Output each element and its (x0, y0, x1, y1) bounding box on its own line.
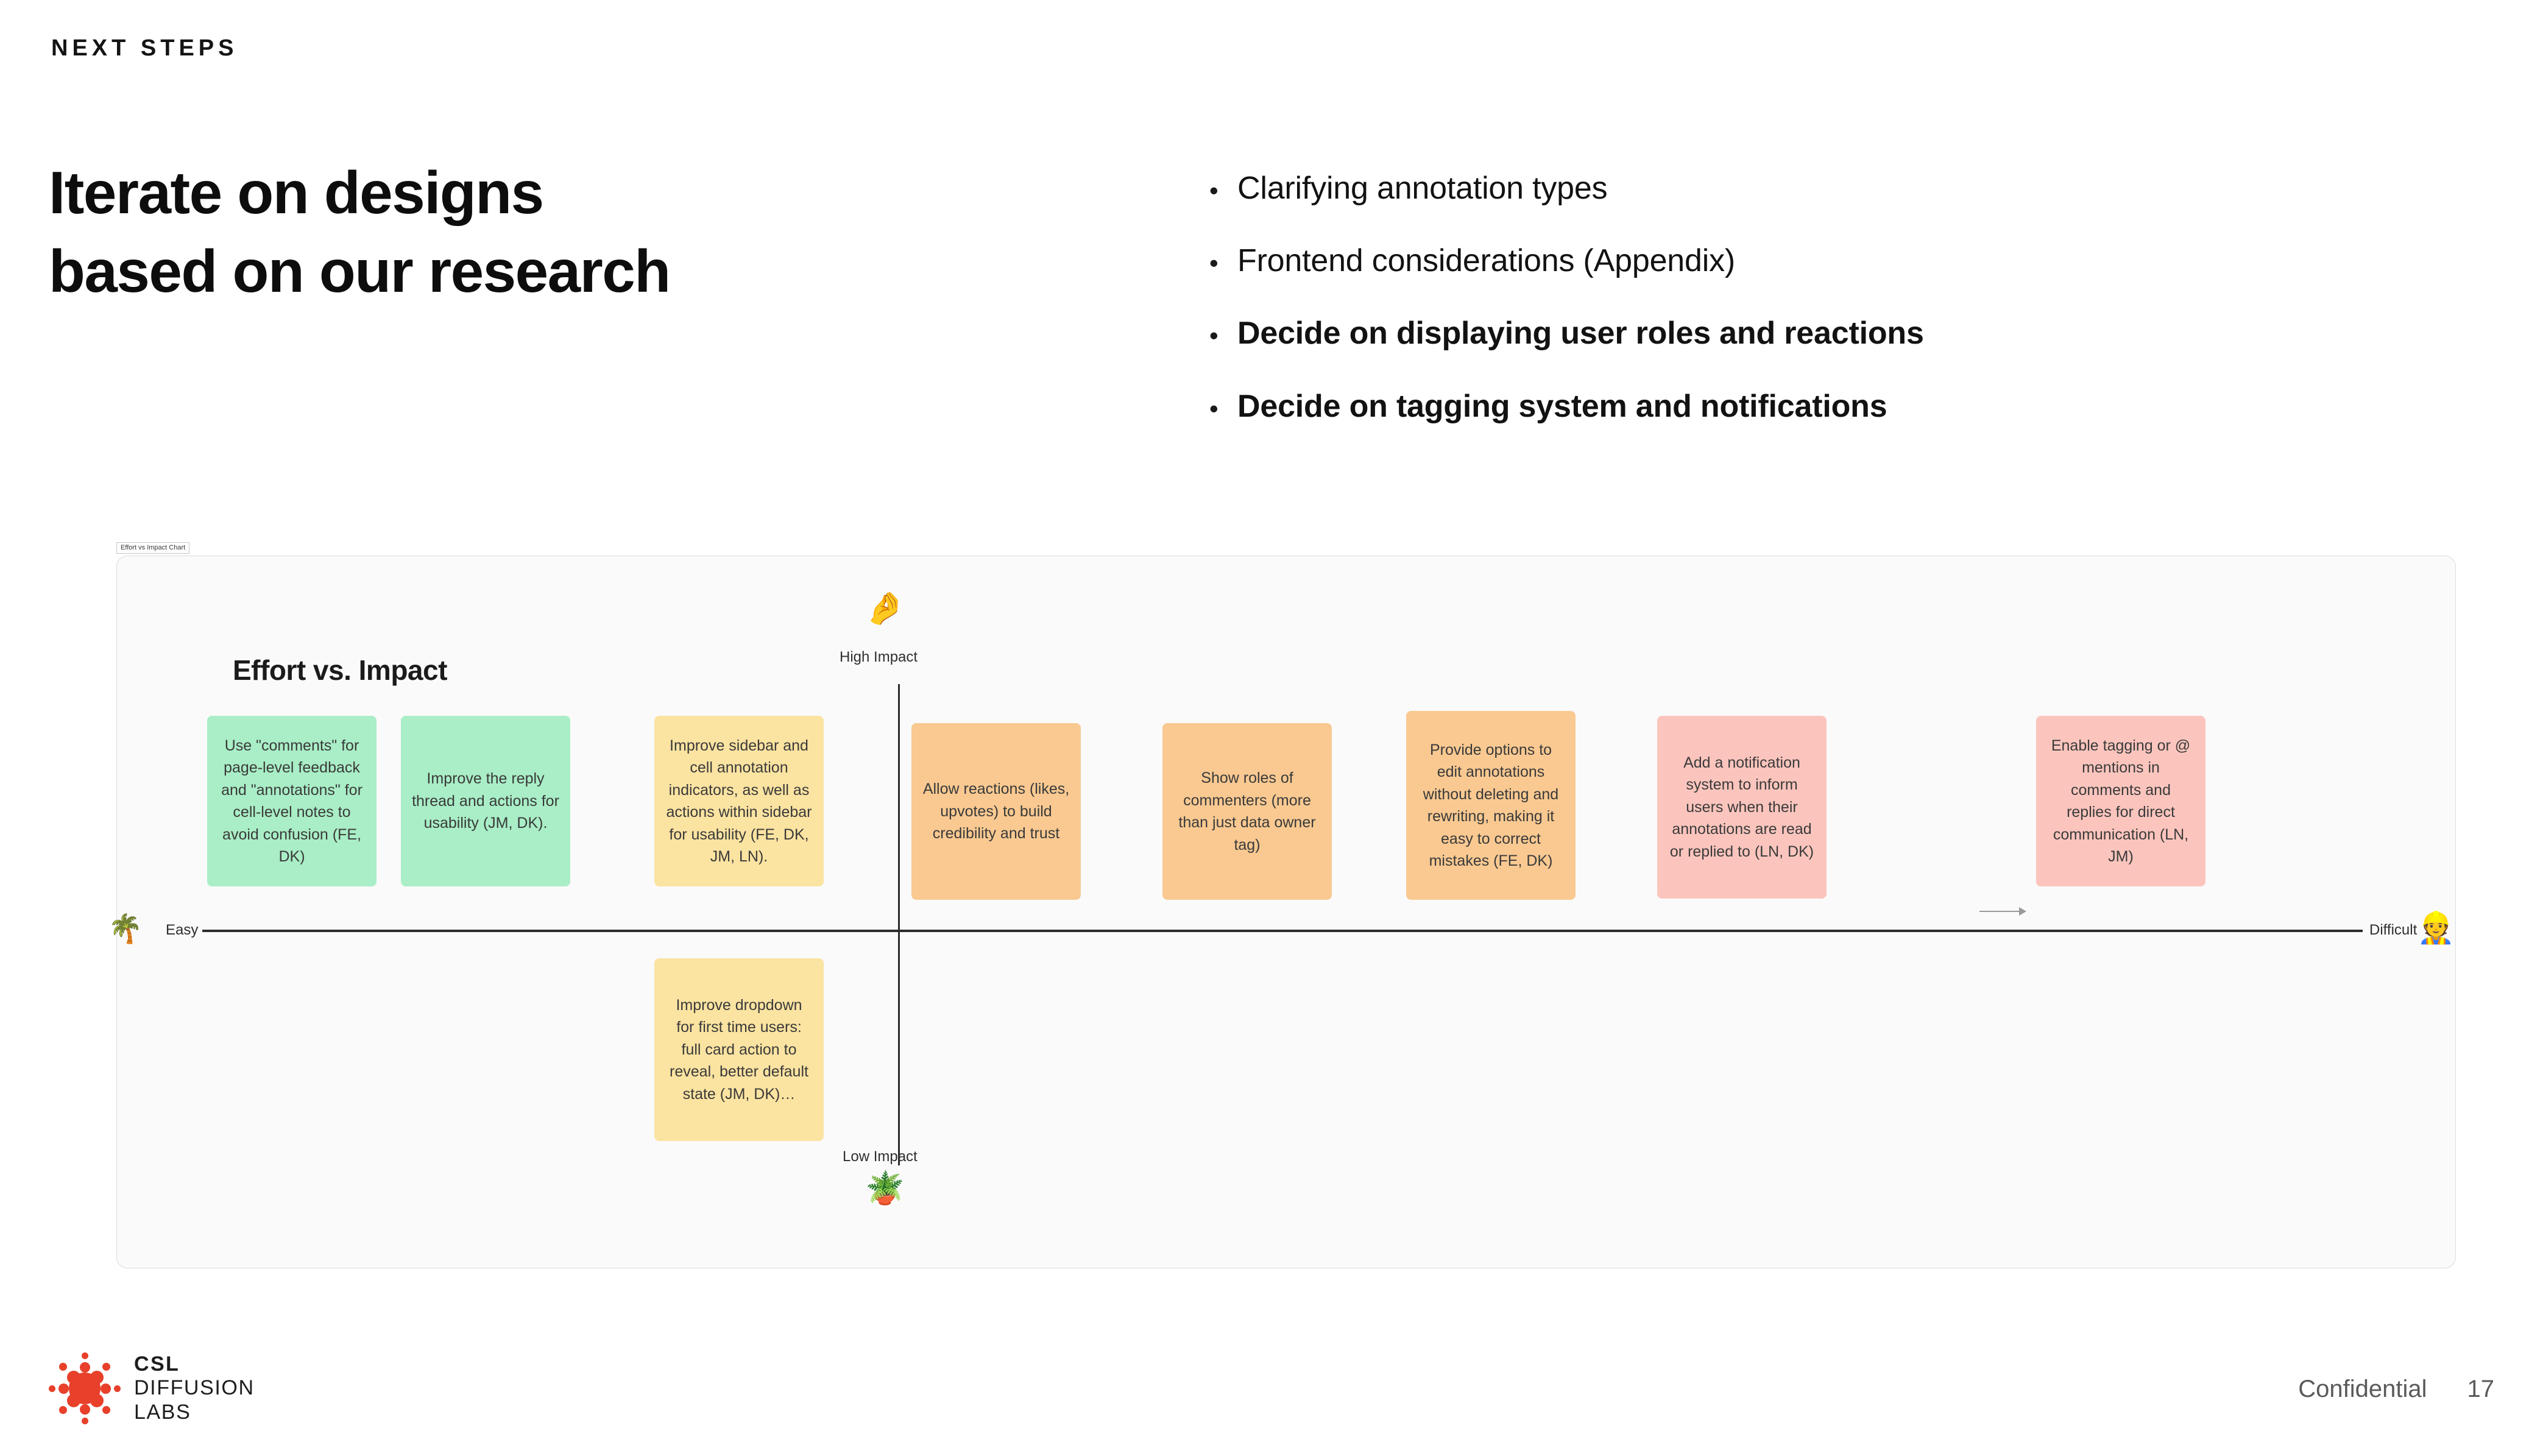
impact-axis-line (898, 684, 900, 1165)
sticky-note-text: Allow reactions (likes, upvotes) to buil… (922, 780, 1070, 843)
bullet-icon: • (1209, 394, 1218, 423)
axis-label-difficult: Difficult (2369, 922, 2417, 938)
list-item: • Decide on tagging system and notificat… (1209, 389, 2501, 424)
bullet-icon: • (1209, 249, 1218, 278)
list-item-label: Clarifying annotation types (1237, 171, 1608, 206)
list-item: • Frontend considerations (Appendix) (1209, 243, 2501, 278)
sticky-note-text: Use "comments" for page-level feedback a… (221, 737, 363, 866)
effort-axis-line (202, 930, 2363, 932)
chart-title: Effort vs. Impact (233, 654, 447, 686)
sticky-note[interactable]: Enable tagging or @ mentions in comments… (2036, 716, 2205, 886)
brand-line-2: DIFFUSION (134, 1376, 255, 1400)
embed-tab-label[interactable]: Effort vs Impact Chart (116, 542, 190, 554)
construction-worker-icon: 👷 (2417, 911, 2455, 945)
confidential-label: Confidential (2298, 1376, 2427, 1402)
arrow-right-icon (1979, 907, 2026, 916)
sticky-note[interactable]: Use "comments" for page-level feedback a… (207, 716, 377, 886)
axis-label-high-impact: High Impact (840, 649, 918, 665)
axis-label-easy: Easy (166, 922, 199, 938)
next-steps-list: • Clarifying annotation types • Frontend… (1209, 171, 2501, 461)
sticky-note[interactable]: Improve the reply thread and actions for… (401, 716, 570, 886)
sticky-note[interactable]: Add a notification system to inform user… (1657, 716, 1827, 899)
seedling-hand-icon: 🪴 (865, 1171, 905, 1206)
pinched-fingers-icon: 🤌 (865, 591, 905, 626)
list-item: • Clarifying annotation types (1209, 171, 2501, 206)
page-title: Iterate on designs based on our research (49, 154, 1024, 311)
sticky-note[interactable]: Provide options to edit annotations with… (1406, 711, 1576, 900)
sticky-note-text: Improve sidebar and cell annotation indi… (666, 737, 812, 866)
sunburst-logo-icon (49, 1352, 121, 1425)
page-title-line-2: based on our research (49, 238, 671, 305)
sticky-note[interactable]: Show roles of commenters (more than just… (1162, 723, 1332, 900)
palm-tree-icon: 🌴 (108, 913, 143, 944)
sticky-note[interactable]: Improve dropdown for first time users: f… (654, 958, 824, 1141)
list-item: • Decide on displaying user roles and re… (1209, 316, 2501, 351)
bullet-icon: • (1209, 321, 1218, 350)
list-item-label: Frontend considerations (Appendix) (1237, 243, 1735, 279)
effort-vs-impact-chart: Effort vs. Impact Easy Difficult High Im… (108, 556, 2456, 1268)
brand-wordmark: CSL DIFFUSION LABS (134, 1352, 255, 1424)
list-item-label: Decide on displaying user roles and reac… (1237, 316, 1924, 352)
footer-meta: Confidential 17 (2298, 1376, 2494, 1403)
sticky-note-text: Enable tagging or @ mentions in comments… (2051, 737, 2191, 866)
sticky-note-text: Improve dropdown for first time users: f… (670, 996, 808, 1103)
page-number: 17 (2467, 1376, 2495, 1402)
axis-label-low-impact: Low Impact (843, 1148, 918, 1165)
eyebrow-label: NEXT STEPS (51, 35, 238, 61)
bullet-icon: • (1209, 176, 1218, 205)
list-item-label: Decide on tagging system and notificatio… (1237, 388, 1887, 424)
page-title-line-1: Iterate on designs (49, 159, 544, 226)
brand-logo: CSL DIFFUSION LABS (49, 1352, 255, 1425)
brand-line-1: CSL (134, 1352, 180, 1376)
sticky-note-text: Improve the reply thread and actions for… (412, 770, 559, 832)
sticky-note[interactable]: Allow reactions (likes, upvotes) to buil… (911, 723, 1081, 900)
sticky-note-text: Provide options to edit annotations with… (1423, 741, 1559, 870)
sticky-note[interactable]: Improve sidebar and cell annotation indi… (654, 716, 824, 886)
sticky-note-text: Show roles of commenters (more than just… (1178, 769, 1316, 853)
sticky-note-text: Add a notification system to inform user… (1669, 754, 1814, 860)
brand-line-3: LABS (134, 1400, 191, 1424)
